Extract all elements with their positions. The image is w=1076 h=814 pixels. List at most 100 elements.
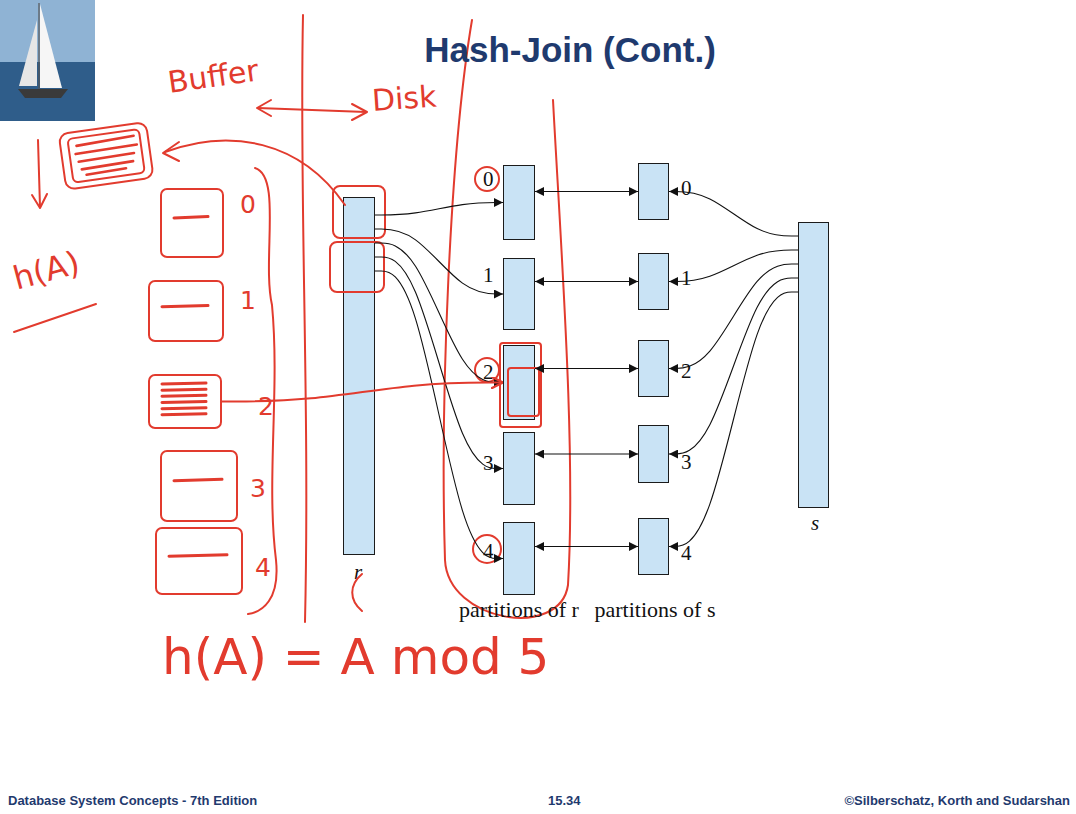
partition-link (535, 368, 638, 369)
partition-number: 1 (483, 265, 494, 286)
buffer-bracket (248, 168, 277, 614)
partition-number: 0 (483, 169, 494, 190)
buffer-box: 2 (148, 374, 222, 429)
buffer-box: 4 (155, 527, 243, 595)
paren-mark (352, 574, 362, 611)
partition-link (535, 453, 638, 454)
handwritten-formula: h(A) = A mod 5 (162, 630, 549, 685)
slide-title: Hash-Join (Cont.) (370, 30, 770, 70)
footer-text: Database System Concepts - 7th Edition (8, 794, 257, 808)
photo-mast (38, 3, 39, 92)
underline (14, 304, 96, 332)
buffer-number: 4 (255, 555, 271, 580)
partition-box: 4 (503, 522, 535, 595)
buffer-record (174, 217, 208, 218)
arrow-head (163, 142, 179, 161)
partition-arrow (375, 243, 503, 383)
arrow-head (352, 104, 367, 120)
partition-highlight (508, 368, 539, 416)
partition-box: 3 (503, 432, 535, 505)
buffer-record (174, 479, 222, 480)
footer-text: ©Silberschatz, Korth and Sudarshan (844, 794, 1070, 808)
relation-name: s (811, 513, 819, 534)
buffer-content (157, 529, 241, 593)
buffer-record (162, 306, 208, 307)
buffer-record (162, 395, 206, 396)
photo-water (0, 62, 95, 121)
buffer-record (169, 555, 227, 556)
column-caption: partitions of r (456, 598, 582, 622)
footer-text: 15.34 (548, 794, 581, 808)
partition-number: 4 (483, 541, 494, 562)
input-buffer (59, 122, 154, 190)
flush-arrow (222, 383, 503, 402)
relation-box: s (798, 222, 829, 508)
buffer-content (162, 452, 236, 520)
disk-oval (444, 20, 571, 618)
partition-box: 4 (638, 518, 669, 575)
arrow-head (257, 100, 271, 116)
partition-arrow (375, 229, 503, 294)
partition-link (535, 191, 638, 192)
partition-arrow (669, 264, 798, 369)
buffer-box: 1 (148, 280, 224, 342)
buffer-content (150, 376, 220, 427)
partition-arrow (375, 203, 503, 216)
buffer-number: 3 (250, 476, 266, 501)
partition-box: 2 (638, 340, 669, 397)
relation-name: r (354, 562, 362, 583)
block-loop (333, 186, 385, 238)
buffer-scribble (74, 136, 140, 176)
photo-hull (18, 89, 68, 98)
partition-box: 3 (638, 425, 669, 483)
partition-box: 0 (503, 165, 535, 240)
partition-number: 3 (681, 452, 692, 473)
photo-sail (40, 4, 62, 88)
partition-box: 1 (503, 258, 535, 330)
buffer-number: 2 (258, 394, 274, 419)
input-buffer-outline (67, 129, 144, 183)
partition-arrow (375, 271, 503, 559)
buffer-record (162, 402, 206, 403)
red-annotations (14, 15, 570, 622)
double-arrow-shaft (258, 108, 366, 112)
column-caption: partitions of s (592, 598, 718, 622)
buffer-record (162, 389, 206, 390)
handwritten-note: Disk (371, 80, 438, 117)
buffer-record (162, 414, 206, 415)
partition-arrow (669, 250, 798, 282)
partition-number: 1 (681, 268, 692, 289)
down-arrow (38, 140, 40, 207)
buffer-content (162, 190, 222, 256)
sailboat-photo (0, 0, 95, 121)
partition-box: 0 (638, 163, 669, 220)
label-circle (475, 358, 499, 382)
partition-number: 0 (681, 178, 692, 199)
relation-box: r (343, 197, 375, 555)
partition-arrow (669, 292, 798, 547)
block-loop (330, 242, 384, 292)
photo-sail (19, 20, 37, 86)
partition-highlight (500, 343, 541, 427)
partition-link (535, 546, 638, 547)
input-buffer-outline (59, 122, 154, 190)
handwritten-note: Buffer (166, 53, 261, 98)
divider-line (302, 15, 306, 622)
label-circle (475, 167, 499, 191)
buffer-record (162, 408, 206, 409)
buffer-number: 0 (240, 192, 256, 217)
buffer-record (162, 383, 206, 384)
partition-number: 4 (681, 543, 692, 564)
label-circle (473, 535, 501, 563)
partition-number: 2 (681, 361, 692, 382)
buffer-box: 0 (160, 188, 224, 258)
partition-box: 2 (503, 345, 535, 420)
partition-box: 1 (638, 253, 669, 310)
read-arrow (165, 141, 345, 205)
partition-arrow (669, 278, 798, 454)
